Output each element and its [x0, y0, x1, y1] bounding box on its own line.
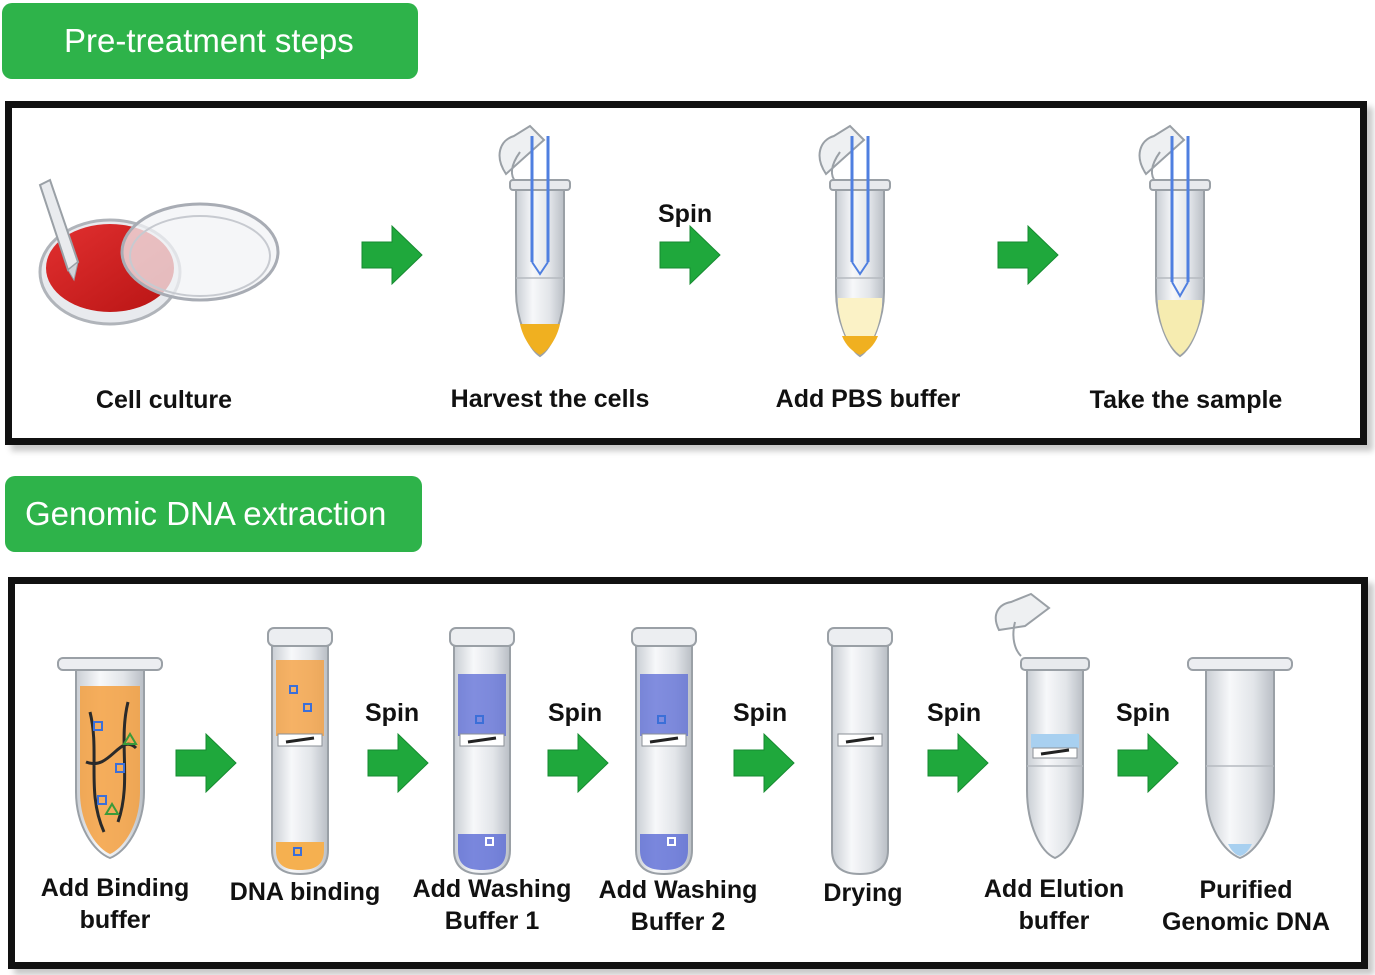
pipette-icon	[38, 178, 80, 282]
microtube-icon	[498, 125, 571, 357]
arrow-right-icon	[1117, 733, 1179, 793]
step-label-line: Add Elution	[983, 875, 1125, 903]
spin-column-icon	[827, 627, 893, 875]
step-label-line: Purified	[1199, 876, 1293, 904]
section-title: Genomic DNA extraction	[25, 495, 387, 532]
arrow-right-icon	[175, 733, 237, 793]
section-tab-pretreatment: Pre-treatment steps	[2, 3, 418, 79]
microtube-icon	[1187, 657, 1293, 860]
microtube-icon	[994, 592, 1090, 860]
step-label-line: DNA binding	[229, 878, 381, 906]
step-label-cell-culture: Cell culture	[95, 386, 233, 414]
step-label-line: Add Washing	[412, 875, 572, 903]
step-label-harvest: Harvest the cells	[450, 385, 650, 413]
step-label-binding-buffer: Add Binding buffer	[25, 872, 205, 936]
spin-label: Spin	[927, 699, 982, 727]
arrow-right-icon	[361, 225, 423, 285]
step-label-line: buffer	[79, 906, 151, 934]
spin-label: Spin	[365, 699, 420, 727]
step-label-line: Buffer 1	[444, 907, 540, 935]
spin-column-icon	[631, 627, 697, 875]
section-title: Pre-treatment steps	[64, 22, 354, 59]
step-label-pbs: Add PBS buffer	[775, 385, 961, 413]
microtube-icon	[1138, 125, 1211, 357]
arrow-right-icon	[997, 225, 1059, 285]
step-label-drying: Drying	[793, 877, 933, 909]
spin-column-icon	[267, 627, 333, 875]
arrow-right-icon	[547, 733, 609, 793]
step-label-purified: Purified Genomic DNA	[1146, 874, 1346, 938]
spin-label: Spin	[733, 699, 788, 727]
spin-label: Spin	[658, 200, 713, 228]
step-label-line: Genomic DNA	[1161, 908, 1331, 936]
arrow-right-icon	[927, 733, 989, 793]
spin-label: Spin	[548, 699, 603, 727]
petri-dish-icon	[38, 202, 280, 326]
step-label-line: Drying	[823, 879, 903, 907]
step-label-washing-1: Add Washing Buffer 1	[398, 873, 586, 937]
step-label-line: buffer	[1018, 907, 1090, 935]
spin-label: Spin	[1116, 699, 1171, 727]
section-tab-extraction: Genomic DNA extraction	[5, 476, 422, 552]
step-label-dna-binding: DNA binding	[215, 876, 395, 908]
arrow-right-icon	[733, 733, 795, 793]
microtube-icon	[57, 657, 163, 860]
microtube-icon	[818, 125, 891, 357]
step-label-elution: Add Elution buffer	[964, 873, 1144, 937]
step-label-line: Buffer 2	[630, 908, 726, 936]
step-label-washing-2: Add Washing Buffer 2	[584, 874, 772, 938]
step-label-line: Add Washing	[598, 876, 758, 904]
step-label-sample: Take the sample	[1089, 386, 1283, 414]
step-label-line: Add Binding	[40, 874, 190, 902]
arrow-right-icon	[659, 225, 721, 285]
spin-column-icon	[449, 627, 515, 875]
arrow-right-icon	[367, 733, 429, 793]
